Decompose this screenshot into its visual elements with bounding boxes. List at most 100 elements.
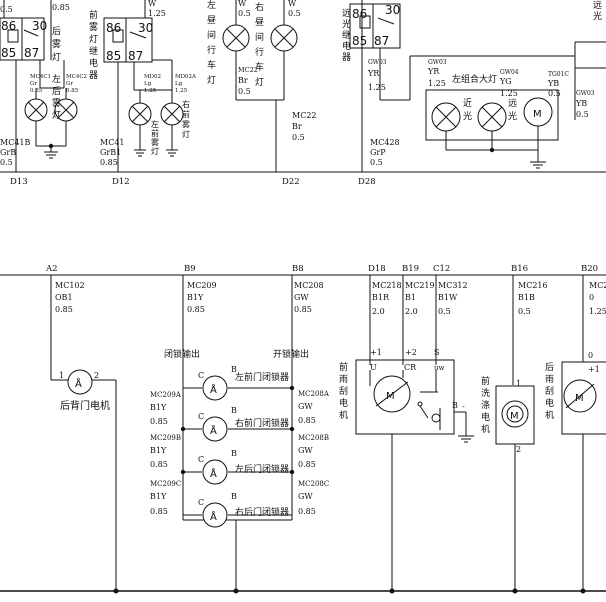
tag-code: MC208B [298, 434, 329, 442]
pin-label: +1 [588, 365, 600, 374]
relay-pin: 30 [385, 3, 400, 17]
tag-color: Br [238, 76, 248, 85]
front-washer-group: B16 MC216 B1B 0.5 前洗涤电机 1 2 M [479, 264, 548, 594]
bus-label: B16 [511, 264, 528, 274]
front-washer-label: 前洗涤电机 [479, 375, 490, 436]
wire-color: OB1 [55, 293, 73, 302]
relay-pin: 87 [374, 34, 389, 48]
bus-label: B8 [292, 264, 304, 274]
tag-code: GW03 [368, 59, 387, 66]
motor-symbol: Å [210, 383, 217, 396]
wire-size: 0.85 [55, 305, 73, 314]
tag-size: 1.25 [500, 89, 518, 98]
tag-color: YR [367, 69, 380, 78]
wire-size: 2.0 [405, 307, 418, 316]
lamp [477, 102, 507, 132]
pin-b: B [231, 406, 237, 415]
relay-pin: 87 [128, 49, 143, 63]
motor-letter: M [533, 109, 542, 120]
wire-code: MC428 [370, 138, 400, 147]
tag-size: 1.25 [175, 88, 188, 94]
bottom-section: A2 MC102 OB1 0.85 Å 1 2 后背门电机 B9 B8 MC20… [0, 264, 606, 594]
tag-size: 0.5 [576, 110, 589, 119]
tag-color: GW [298, 402, 313, 411]
wire-code: MC209 [187, 281, 217, 290]
tag-color: Lg [144, 81, 152, 87]
tag-color: W [238, 0, 247, 8]
tag-color: YB [575, 99, 587, 108]
tailgate-motor-group: A2 MC102 OB1 0.85 Å 1 2 后背门电机 [45, 264, 119, 594]
rear-wiper-box [561, 361, 606, 435]
wire-color: B1Y [187, 293, 204, 302]
wire-color: B1R [372, 293, 390, 302]
leveling-motor: M [523, 97, 553, 127]
wire-value: W [148, 0, 157, 8]
lock-motor-4: Å C B 右后门闭锁器 [183, 492, 292, 528]
wire-size: 0.85 [100, 158, 118, 167]
pin-label: 1 [516, 379, 521, 388]
lock-motor-1: Å C B 左前门闭锁器 [183, 365, 292, 401]
drl-left-label: 左昼间行车灯 [205, 0, 216, 90]
lamp [222, 24, 250, 52]
tag-color: W [288, 0, 297, 8]
relay-pin: 85 [352, 34, 367, 48]
pin-label: +1 [370, 348, 382, 357]
relay-pin: 86 [1, 19, 16, 33]
wire-size: 0.5 [438, 307, 451, 316]
front-wiper-label: 前雨刮电机 [337, 361, 348, 422]
pin-c: C [198, 498, 204, 507]
wire-code: MC41 [100, 138, 125, 147]
tag-color: GW [298, 492, 313, 501]
rear-fog-relay-group: 0.5 0.85 86 30 85 87 后雾灯 MC4C1 Gr 0.85 [0, 0, 87, 172]
wire-color: GW [294, 293, 309, 302]
tag-size: 1.25 [428, 79, 446, 88]
motor: Å [67, 369, 93, 395]
tag-color: B1Y [150, 403, 167, 412]
bus-label: C12 [433, 264, 450, 274]
lock-motor-label: 右前门闭锁器 [235, 417, 289, 429]
relay-pin: 86 [352, 7, 367, 21]
pin-c: C [198, 412, 204, 421]
tag-size: 0.5 [238, 87, 251, 96]
pin-label: CR [404, 363, 417, 372]
tag-code: TG01C [548, 71, 569, 78]
pin-c: C [198, 455, 204, 464]
lock-output-label: 闭锁输出 [164, 348, 200, 360]
wire-color: 0 [589, 293, 594, 302]
section-label: D12 [112, 177, 130, 187]
wire-code: MC219 [405, 281, 435, 290]
pin-b: B [231, 449, 237, 458]
motor-symbol: Å [210, 467, 217, 480]
tag-code: MC209A [150, 391, 182, 399]
daytime-running-lamp-group: 左昼间行车灯 右昼间行车灯 W 0.5 W 0.5 MC22 Br 0.5 MC [205, 0, 317, 172]
pin-label: 0 [588, 351, 593, 360]
tag-size: 0.5 [288, 9, 301, 18]
label-char: 后雾灯 [50, 26, 61, 65]
pin-b: B [231, 365, 237, 374]
lock-motor-label: 左后门闭锁器 [235, 463, 289, 475]
motor-pin: 1 [59, 371, 64, 380]
tag-color: YR [427, 67, 440, 76]
wire-size: 0.85 [294, 305, 312, 314]
front-fog-relay-label: 前雾灯继电器 [87, 9, 98, 82]
front-wiper-group: D18 B19 C12 MC218 B1R 2.0 MC219 B1 2.0 M… [337, 264, 474, 594]
motor-label: 后背门电机 [60, 399, 110, 412]
lamp [128, 102, 152, 126]
lock-motor-label: 右后门闭锁器 [235, 506, 289, 518]
tag-color: Gr [30, 81, 37, 87]
tag-size: 0.85 [298, 416, 316, 425]
motor-letter: M [510, 411, 519, 422]
tag-color: B1Y [150, 492, 167, 501]
pin-c: C [198, 371, 204, 380]
relay-pin: 30 [138, 21, 153, 35]
tag-size: 0.5 [238, 9, 251, 18]
lamp-label: 近光 [461, 97, 472, 124]
wire-code: MC218 [372, 281, 402, 290]
motor-pin: 2 [94, 371, 99, 380]
pin-sign: - [462, 402, 465, 411]
bus-label: B19 [402, 264, 419, 274]
tag-code: GW04 [500, 69, 519, 76]
wire-color: Br [292, 122, 302, 131]
relay-pin: 30 [32, 19, 47, 33]
pin-label: U [370, 363, 377, 372]
